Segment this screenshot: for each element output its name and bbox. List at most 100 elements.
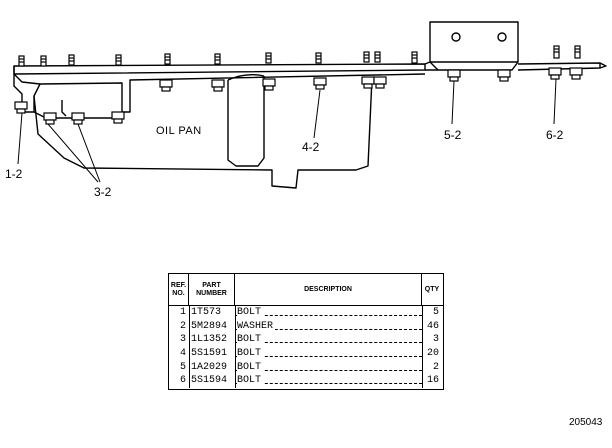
right-rail-tab (599, 62, 607, 69)
leader-lines (17, 78, 557, 183)
leader-4 (313, 89, 321, 139)
bolt (164, 53, 171, 65)
row-part-number: 1T573 (191, 307, 222, 319)
pan-sump (33, 77, 373, 189)
bracket-hole-right (497, 32, 507, 42)
row-description: BOLT (235, 333, 422, 346)
row-description-text: BOLT (237, 334, 264, 346)
header-part-number: PART NUMBER (189, 274, 235, 305)
bracket-block (429, 21, 519, 63)
table-row: 1 1T573 BOLT 5 (169, 306, 443, 320)
bracket-hole-left (451, 32, 461, 42)
row-ref: 5 (179, 361, 186, 373)
row-description: BOLT (235, 347, 422, 360)
pan-flange-lower (13, 73, 426, 113)
table-row: 3 1L1352 BOLT 3 (169, 333, 443, 347)
bolt-nut (313, 77, 327, 90)
callout-4-2: 4-2 (302, 140, 320, 154)
header-description: DESCRIPTION (235, 274, 422, 305)
figure-number: 205043 (569, 417, 603, 428)
row-description: BOLT (235, 361, 422, 374)
parts-table-body: 1 1T573 BOLT 5 2 5M2894 WASHER 46 3 1L13… (169, 306, 443, 388)
bolt (40, 55, 47, 67)
pan-partition (227, 76, 265, 167)
row-part-number: 5M2894 (191, 320, 228, 332)
table-row: 2 5M2894 WASHER 46 (169, 320, 443, 334)
row-description: BOLT (235, 374, 422, 387)
callout-5-2: 5-2 (444, 128, 462, 142)
row-description-text: BOLT (237, 307, 264, 319)
callout-3-2: 3-2 (94, 185, 112, 199)
row-description: BOLT (235, 306, 422, 319)
bolt-nut (361, 76, 375, 89)
row-qty: 20 (426, 348, 439, 360)
bottom-bolts (14, 67, 583, 125)
row-qty: 16 (426, 375, 439, 387)
bolt (363, 51, 370, 63)
row-description: WASHER (235, 320, 422, 333)
bracket-block-lower (429, 61, 519, 71)
bolt-nut (497, 69, 511, 82)
row-ref: 6 (179, 375, 186, 387)
callout-6-2: 6-2 (546, 128, 564, 142)
bolt-nut (569, 67, 583, 80)
row-ref: 2 (179, 320, 186, 332)
row-description-text: BOLT (237, 361, 264, 373)
header-qty: QTY (424, 285, 440, 293)
bolt (18, 55, 25, 67)
bolt-nut (71, 112, 85, 125)
row-qty: 2 (432, 361, 439, 373)
bolt (265, 52, 272, 64)
row-description-text: BOLT (237, 375, 264, 387)
bolt-nut (262, 78, 276, 91)
bolt-nut (14, 101, 28, 114)
callout-1-2: 1-2 (5, 167, 23, 181)
row-description-text: WASHER (237, 320, 276, 332)
table-row: 6 5S1594 BOLT 16 (169, 374, 443, 388)
row-qty: 5 (432, 307, 439, 319)
row-ref: 4 (179, 348, 186, 360)
bolt-nut (43, 112, 57, 125)
pan-sump-left (61, 100, 67, 117)
row-part-number: 1A2029 (191, 361, 228, 373)
row-part-number: 5S1594 (191, 375, 228, 387)
row-qty: 46 (426, 320, 439, 332)
bolt (374, 51, 381, 63)
row-ref: 1 (179, 307, 186, 319)
row-qty: 3 (432, 334, 439, 346)
bracket-neck (424, 61, 438, 71)
oil-pan-label: OIL PAN (156, 125, 202, 137)
pan-partition-top (227, 73, 265, 81)
bolt-nut (159, 79, 173, 92)
bolt (411, 51, 418, 64)
top-bolts (18, 45, 581, 67)
bolt (214, 53, 221, 65)
table-row: 4 5S1591 BOLT 20 (169, 347, 443, 361)
bolt-nut (447, 69, 461, 82)
parts-table: REF. NO. PART NUMBER DESCRIPTION QTY 1 1… (168, 273, 444, 390)
pan-flange (13, 63, 426, 75)
bolt-nut (548, 67, 562, 80)
row-part-number: 5S1591 (191, 348, 228, 360)
bolt-nut (211, 79, 225, 92)
leader-6 (553, 78, 557, 125)
leader-3a (47, 123, 99, 183)
row-ref: 3 (179, 334, 186, 346)
header-ref-no: REF. NO. (169, 274, 189, 305)
bolt (115, 54, 122, 66)
leader-5 (451, 80, 455, 125)
leader-1 (17, 112, 23, 165)
oil-pan-drawing (13, 21, 607, 189)
row-part-number: 1L1352 (191, 334, 228, 346)
bolt (553, 45, 560, 59)
bolt (68, 54, 75, 66)
leader-3b (77, 123, 101, 183)
table-row: 5 1A2029 BOLT 2 (169, 360, 443, 374)
bolt (574, 45, 581, 59)
bolt-nut (111, 111, 125, 124)
row-description-text: BOLT (237, 348, 264, 360)
parts-table-header: REF. NO. PART NUMBER DESCRIPTION QTY (169, 274, 443, 306)
bolt-nut (373, 76, 387, 89)
bolt (315, 52, 322, 64)
